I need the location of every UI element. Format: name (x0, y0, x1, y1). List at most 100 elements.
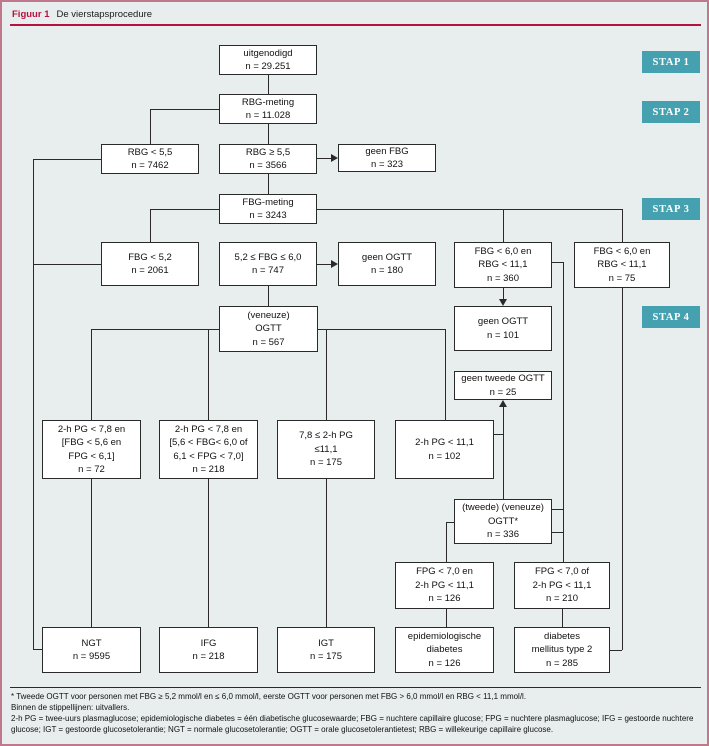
node-line: n = 323 (371, 159, 403, 170)
figure-title: De vierstapsprocedure (56, 9, 153, 20)
step-badge-1: STAP 1 (642, 51, 700, 73)
node-line: n = 3566 (249, 160, 287, 171)
footnote-stippellijnen: Binnen de stippellijnen: uitvallers. (11, 703, 130, 713)
node-line: FBG < 6,0 en (474, 245, 532, 257)
arrowhead-right (331, 154, 338, 162)
footnote-rule (10, 687, 701, 688)
node-line: RBG < 11,1 (478, 259, 528, 271)
node-line: 2-h PG < 11,1 (532, 579, 592, 591)
node-line: n = 336 (487, 529, 519, 541)
footnote-legend: 2-h PG = twee-uurs plasmaglucose; epidem… (11, 714, 694, 735)
node-line: 2-h PG < 11,1 (415, 437, 474, 449)
connector-line (610, 650, 622, 651)
connector-line (268, 75, 269, 94)
connector-line (33, 159, 101, 160)
node-line: RBG < 11,1 (597, 259, 647, 271)
connector-line (150, 109, 219, 110)
footnote-asterisk: * Tweede OGTT voor personen met FBG ≥ 5,… (11, 692, 527, 701)
node-line: OGTT* (487, 515, 519, 527)
node-line: n = 7462 (131, 160, 169, 171)
node-line: n = 180 (371, 265, 403, 276)
node-line: diabetes (544, 630, 580, 642)
node-line: RBG ≥ 5,5 (245, 146, 291, 158)
connector-line (503, 209, 504, 242)
connector-line (446, 609, 447, 627)
node-line: mellitus type 2 (531, 644, 593, 656)
node-line: n = 9595 (72, 651, 111, 662)
connector-line (317, 264, 332, 265)
connector-line (622, 209, 623, 242)
arrowhead-up (499, 400, 507, 407)
figure-header: Figuur 1 De vierstapsprocedure (12, 9, 152, 20)
node-line: OGTT (255, 323, 282, 335)
node-line: 2-h PG < 7,8 en (57, 423, 126, 435)
node-line: 6,1 < FPG < 7,0] (173, 450, 244, 462)
connector-line (33, 649, 42, 650)
connector-line (33, 159, 34, 650)
node-line: n = 126 (428, 657, 461, 669)
connector-line (552, 509, 563, 510)
node-line: FPG < 7,0 en (416, 566, 473, 578)
node-line: [FBG < 5,6 en (61, 437, 122, 449)
connector-line (562, 609, 563, 627)
node-line: n = 175 (310, 457, 342, 469)
connector-line (268, 124, 269, 144)
connector-line (33, 264, 101, 265)
node-line: [5,6 < FBG< 6,0 of (169, 437, 248, 449)
node-line: uitgenodigd (243, 47, 293, 59)
node-line: geen OGTT (477, 316, 529, 328)
node-line: FBG < 6,0 en (593, 245, 651, 257)
connector-line (552, 262, 564, 263)
connector-line (446, 522, 447, 562)
node-rbg-lt-55: RBG < 5,5 n = 7462 (101, 144, 199, 174)
node-line: n = 126 (428, 593, 461, 605)
node-line: n = 285 (546, 657, 578, 669)
connector-line (318, 329, 445, 330)
connector-line (150, 109, 151, 144)
connector-line (552, 532, 563, 533)
connector-line (150, 209, 151, 242)
connector-line (494, 434, 503, 435)
connector-line (268, 174, 269, 194)
node-line: RBG < 5,5 (127, 146, 173, 158)
connector-line (622, 288, 623, 650)
arrowhead-down (499, 299, 507, 306)
title-rule (10, 24, 701, 26)
node-line: n = 25 (489, 386, 517, 398)
figure-label: Figuur 1 (12, 9, 50, 20)
node-rbg-ge-55: RBG ≥ 5,5 n = 3566 (219, 144, 317, 174)
node-line: diabetes (426, 644, 463, 656)
node-line: 2-h PG < 11,1 (415, 579, 474, 591)
node-line: FPG < 6,1] (68, 450, 115, 462)
connector-line (326, 329, 327, 420)
connector-line (150, 209, 219, 210)
node-line: geen tweede OGTT (461, 373, 545, 385)
node-line: (veneuze) (247, 309, 290, 321)
node-line: n = 101 (487, 329, 519, 341)
node-line: n = 210 (546, 593, 578, 605)
node-line: FBG-meting (242, 196, 294, 208)
connector-line (91, 479, 92, 627)
connector-line (503, 288, 504, 299)
connector-line (446, 522, 454, 523)
node-line: RBG-meting (241, 96, 295, 108)
node-line: n = 75 (608, 272, 636, 284)
connector-line (317, 158, 332, 159)
node-line: geen OGTT (361, 251, 413, 263)
node-line: n = 3243 (249, 210, 287, 221)
